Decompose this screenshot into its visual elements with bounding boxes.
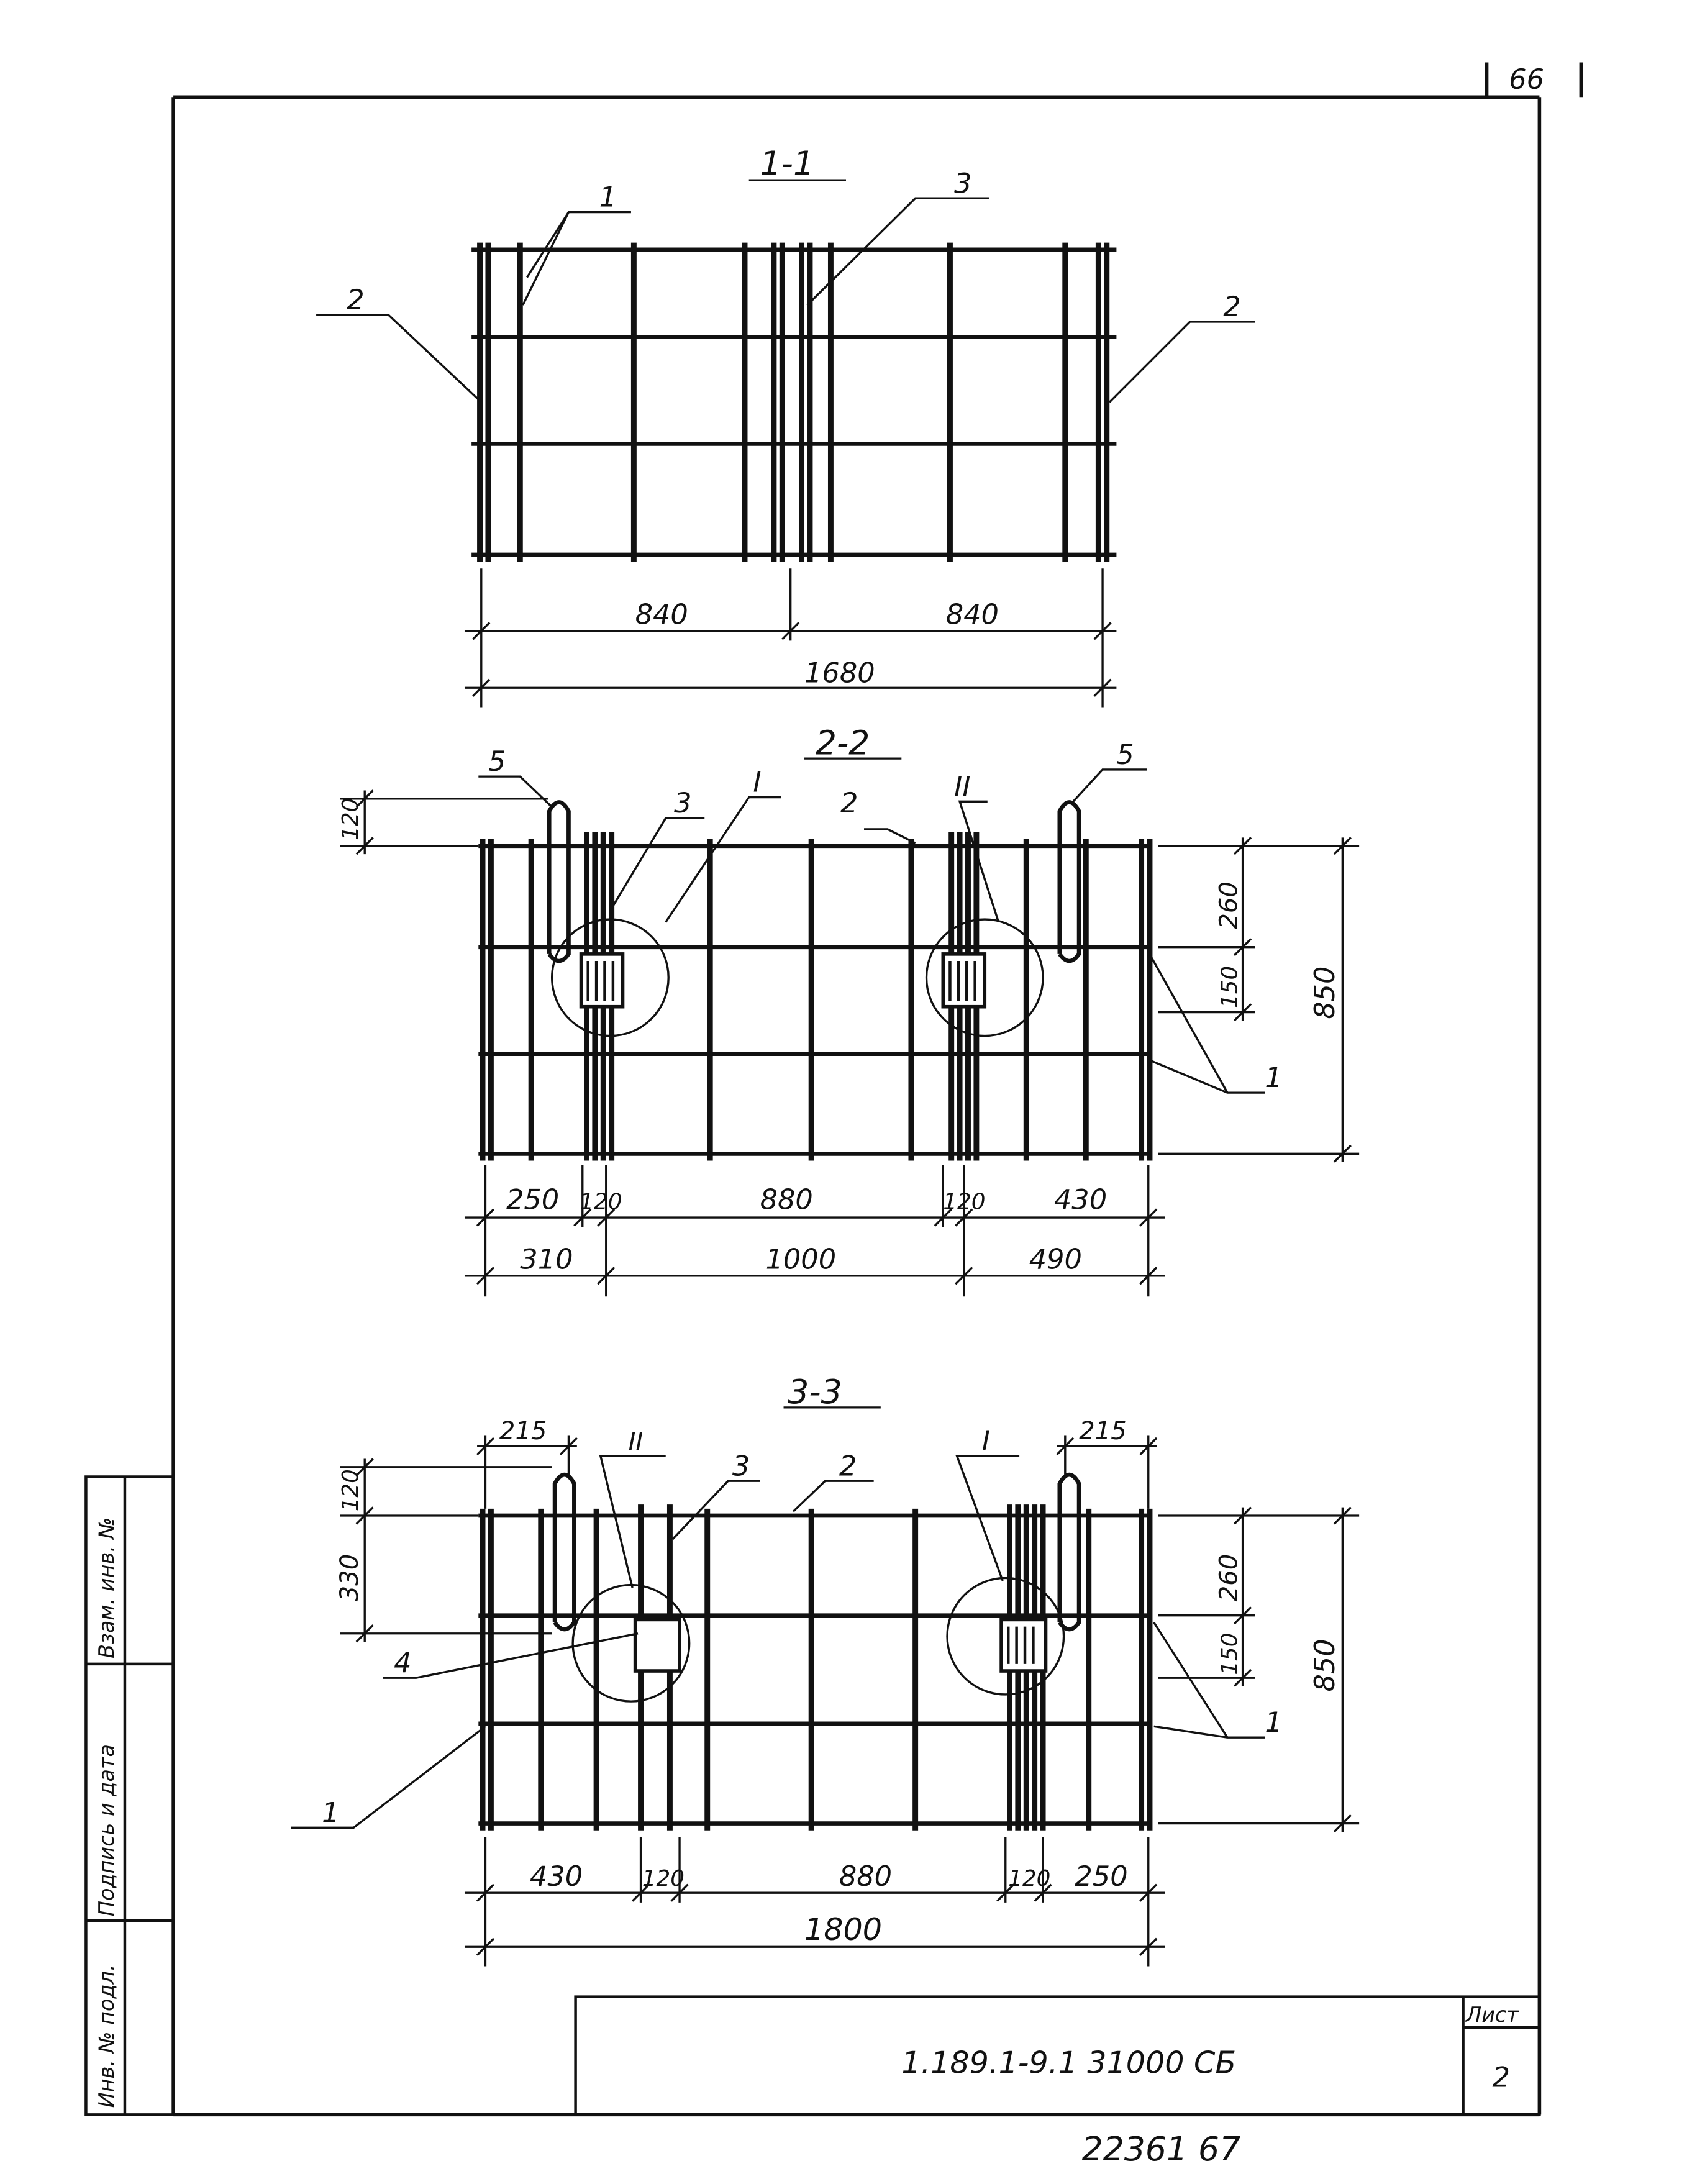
dim-850: 850	[1309, 967, 1341, 1019]
dim-880: 880	[839, 1860, 892, 1893]
dim-840-left: 840	[635, 599, 688, 631]
callout-3: 3	[732, 1450, 750, 1482]
dim-120-a: 120	[642, 1866, 685, 1891]
section-2-2-title: 2-2	[816, 723, 870, 762]
sheet-number: 2	[1492, 2062, 1509, 2094]
dim-120-left: 120	[338, 798, 363, 840]
dim-1000: 1000	[765, 1244, 836, 1276]
dim-120-b: 120	[1008, 1866, 1050, 1891]
section-1-1-title: 1-1	[760, 143, 815, 183]
stamp-signature-date: Подпись и дата	[94, 1744, 119, 1916]
sheet-frame	[171, 62, 1583, 2117]
callout-2: 2	[839, 1450, 857, 1482]
callout-3: 3	[954, 167, 971, 199]
section-1-1-drawing	[316, 179, 1255, 708]
bottom-code: 22361 67	[1082, 2129, 1241, 2168]
callout-1: 1	[599, 181, 617, 214]
callout-5-right: 5	[1116, 739, 1134, 771]
dim-150: 150	[1217, 966, 1243, 1008]
dim-120-left: 120	[338, 1469, 363, 1511]
dim-490: 490	[1029, 1244, 1082, 1276]
dim-1800: 1800	[804, 1911, 882, 1947]
dim-120-b: 120	[943, 1190, 985, 1215]
dim-215-left: 215	[499, 1417, 547, 1445]
dim-260: 260	[1215, 1554, 1244, 1602]
page-number: 66	[1509, 63, 1544, 96]
dim-880: 880	[760, 1184, 813, 1216]
callout-node-II: II	[954, 770, 970, 803]
dim-250: 250	[1075, 1860, 1127, 1893]
dim-430: 430	[530, 1860, 583, 1893]
callout-5-left: 5	[488, 745, 506, 778]
dim-330: 330	[335, 1554, 364, 1602]
callout-2: 2	[840, 787, 858, 819]
callout-2-right: 2	[1223, 291, 1240, 323]
sheet-label: Лист	[1465, 2003, 1519, 2027]
dim-215-right: 215	[1079, 1417, 1127, 1445]
callout-1-right: 1	[1265, 1706, 1282, 1739]
section-3-3-drawing	[291, 1406, 1360, 1967]
callout-1: 1	[1265, 1062, 1282, 1094]
dim-150: 150	[1217, 1633, 1243, 1675]
dim-120-a: 120	[580, 1190, 622, 1215]
callout-2-left: 2	[347, 284, 364, 316]
dim-310: 310	[520, 1244, 573, 1276]
section-2-2-drawing	[340, 757, 1360, 1297]
callout-node-I: I	[982, 1425, 990, 1457]
dim-840-right: 840	[946, 599, 999, 631]
callout-4: 4	[394, 1647, 411, 1679]
document-designation: 1.189.1-9.1 31000 СБ	[901, 2044, 1236, 2080]
dim-260: 260	[1215, 881, 1244, 929]
side-stamp-box	[84, 1475, 175, 2116]
stamp-replace-inv: Взам. инв. №	[94, 1517, 119, 1658]
title-block-frame	[574, 1995, 1541, 2116]
stamp-inv-no: Инв. № подл.	[94, 1964, 119, 2108]
callout-node-I: I	[753, 767, 761, 799]
dim-1680: 1680	[804, 657, 875, 689]
callout-node-II: II	[628, 1428, 643, 1457]
dim-430: 430	[1054, 1184, 1107, 1216]
dim-850: 850	[1309, 1639, 1341, 1691]
dim-250: 250	[506, 1184, 559, 1216]
callout-3: 3	[674, 787, 691, 819]
callout-1-left: 1	[322, 1796, 339, 1829]
section-3-3-title: 3-3	[788, 1372, 842, 1411]
